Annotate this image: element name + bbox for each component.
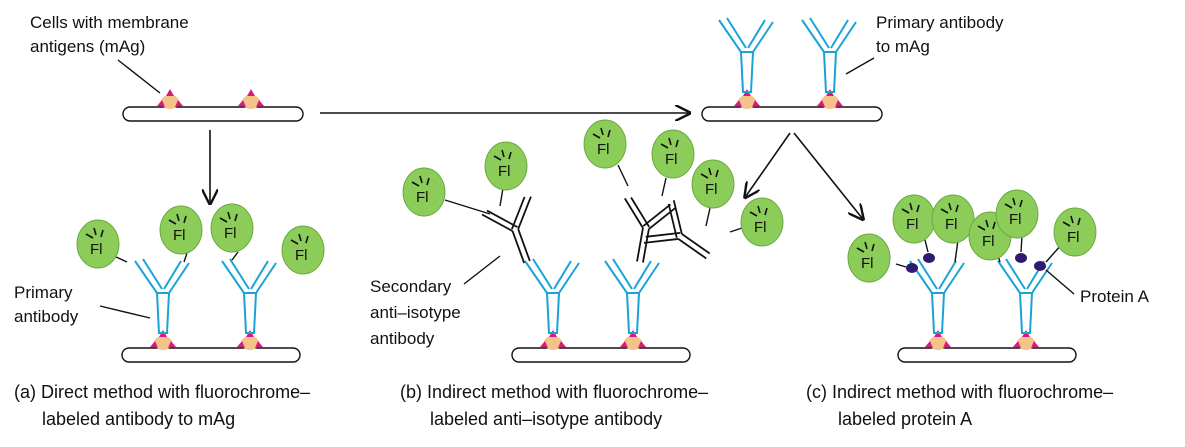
fluorochrome-label: Fl: [861, 255, 874, 272]
primary-antibody: [718, 17, 774, 93]
fluorochrome-label: Fl: [173, 227, 186, 244]
leader-line: [1045, 269, 1075, 295]
caption-c-line2: labeled protein A: [838, 409, 972, 429]
primary-antibody: [221, 258, 277, 334]
arrow-down-right: [793, 132, 862, 218]
fluorochrome-label: Fl: [224, 225, 237, 242]
arrow-down-left: [746, 132, 791, 196]
antigen: [238, 89, 264, 109]
label-primary-to-mag-line2: to mAg: [876, 37, 930, 56]
protein-a: [906, 263, 918, 273]
label-primary-line1: Primary: [14, 283, 73, 302]
fluorochrome-label: Fl: [90, 241, 103, 258]
panel-a: Fl Fl Fl Fl: [76, 203, 325, 363]
fluorochrome-label: Fl: [1067, 229, 1080, 246]
fluorochrome-label: Fl: [597, 141, 610, 158]
label-secondary-line3: antibody: [370, 329, 435, 348]
fluorochrome-label: Fl: [498, 163, 511, 180]
label-protein-a: Protein A: [1080, 287, 1150, 306]
cell-top-right: [701, 17, 883, 122]
fluorochrome-label: Fl: [1009, 211, 1022, 228]
fluorochrome-label: Fl: [416, 189, 429, 206]
label-secondary-line2: anti–isotype: [370, 303, 461, 322]
fluorochrome-label: Fl: [906, 216, 919, 233]
fluorochrome-label: Fl: [754, 219, 767, 236]
primary-antibody: [524, 258, 580, 334]
secondary-antibody: [480, 193, 553, 272]
label-cells-line2: antigens (mAg): [30, 37, 145, 56]
leader-line: [117, 59, 161, 94]
panel-b: Fl Fl Fl Fl Fl Fl: [402, 119, 784, 363]
protein-a: [923, 253, 935, 263]
panel-c: Fl Fl Fl Fl Fl Fl: [847, 189, 1097, 363]
primary-antibody: [909, 258, 965, 334]
cell-top-left: [122, 89, 304, 122]
secondary-antibody: [641, 198, 724, 279]
fluorochrome-label: Fl: [945, 216, 958, 233]
caption-b-line1: (b) Indirect method with fluorochrome–: [400, 382, 708, 402]
primary-antibody: [997, 258, 1053, 334]
protein-a: [1034, 261, 1046, 271]
primary-antibody: [604, 258, 660, 334]
leader-line: [99, 305, 151, 319]
leader-line: [845, 57, 875, 75]
label-primary-to-mag-line1: Primary antibody: [876, 13, 1004, 32]
fluorochrome-label: Fl: [705, 181, 718, 198]
primary-antibody: [801, 17, 857, 93]
primary-antibody: [134, 258, 190, 334]
caption-a-line1: (a) Direct method with fluorochrome–: [14, 382, 310, 402]
protein-a: [1015, 253, 1027, 263]
caption-a-line2: labeled antibody to mAg: [42, 409, 235, 429]
antigen: [157, 89, 183, 109]
label-cells-line1: Cells with membrane: [30, 13, 189, 32]
label-primary-line2: antibody: [14, 307, 79, 326]
caption-c-line1: (c) Indirect method with fluorochrome–: [806, 382, 1113, 402]
caption-b-line2: labeled anti–isotype antibody: [430, 409, 662, 429]
fluorochrome-label: Fl: [295, 247, 308, 264]
fluorochrome-label: Fl: [665, 151, 678, 168]
leader-line: [463, 255, 501, 285]
secondary-antibody: [613, 195, 678, 268]
fluorochrome-label: Fl: [982, 233, 995, 250]
label-secondary-line1: Secondary: [370, 277, 452, 296]
